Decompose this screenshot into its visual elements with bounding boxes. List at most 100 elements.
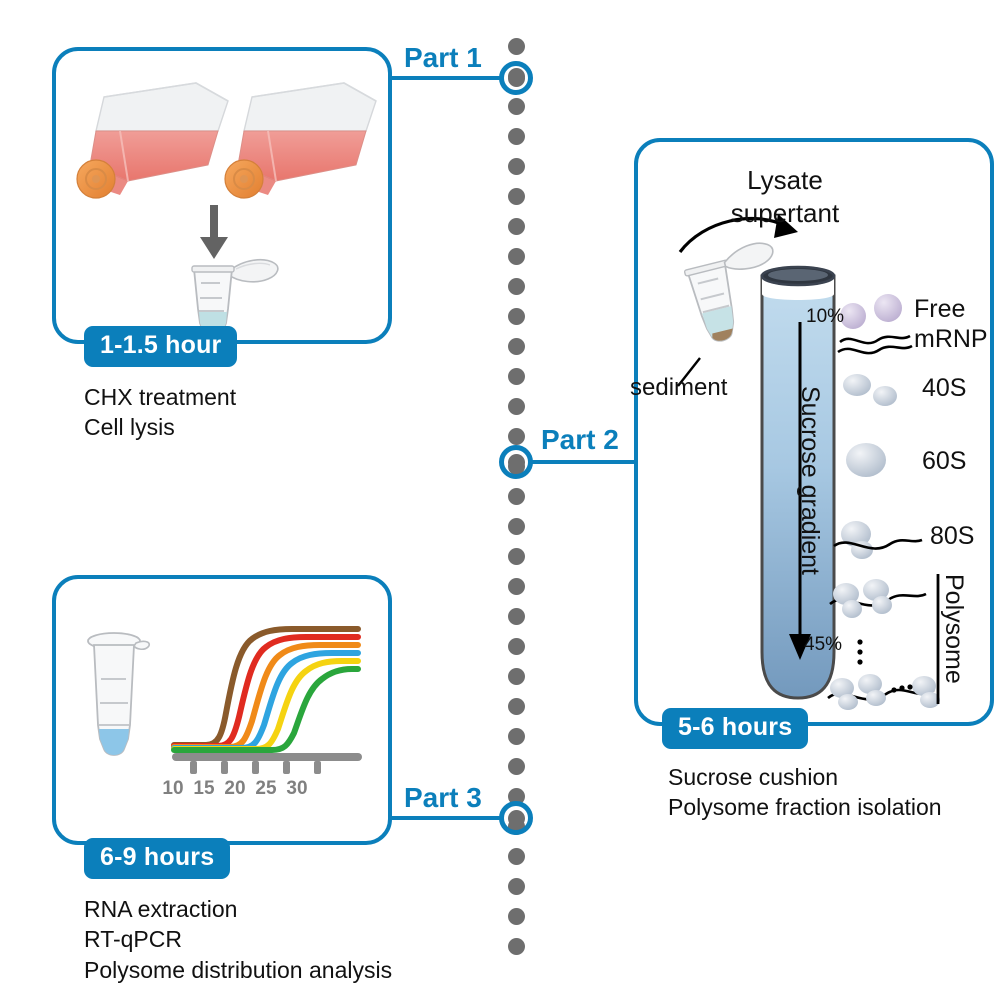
timeline-dot [507, 217, 525, 235]
part3-caption-line-3: Polysome distribution analysis [84, 956, 393, 983]
timeline-node-dot [507, 809, 525, 827]
fraction-60s-particles [846, 443, 886, 477]
fraction-80s-particles [833, 521, 923, 559]
part1-illustration [76, 82, 377, 334]
timeline-dot [507, 607, 525, 625]
timeline-dot [507, 907, 525, 925]
qpcr-curve-2 [171, 634, 361, 749]
down-arrow-icon [200, 205, 228, 259]
timeline-dot [507, 487, 525, 505]
part1-label: Part 1 [404, 42, 482, 73]
timeline-dot [507, 157, 525, 175]
timeline-dot [507, 937, 525, 955]
sucrose-gradient-tube [760, 265, 836, 700]
qpcr-curve-6 [171, 666, 361, 753]
qpcr-curve-5 [171, 658, 361, 752]
part2-caption-line-2: Polysome fraction isolation [668, 794, 942, 821]
eppendorf-tube [191, 258, 279, 334]
timeline-dot [507, 97, 525, 115]
polysome-bracket-label: Polysome [940, 574, 968, 684]
qpcr-tick-label-1: 15 [193, 778, 215, 799]
part2-caption: Sucrose cushion Polysome fraction isolat… [668, 762, 942, 823]
part2-time-badge: 5-6 hours [662, 708, 809, 750]
part2-label: Part 2 [541, 424, 619, 455]
part3-connector [390, 816, 502, 820]
lysate-label: Lysate supertant [700, 164, 870, 229]
gradient-bottom-percent-label: 45% [804, 634, 843, 655]
timeline-dot [507, 247, 525, 265]
timeline-dot [507, 427, 525, 445]
timeline-dot [507, 757, 525, 775]
timeline-dot [507, 37, 525, 55]
part2-box[interactable]: Lysate supertant sediment 10% 45% Sucros… [630, 138, 994, 726]
part3-time-badge: 6-9 hours [84, 838, 231, 880]
timeline-dot [507, 727, 525, 745]
timeline-dot [507, 847, 525, 865]
qpcr-curve-3 [171, 642, 361, 750]
fraction-label-free-mrnp-line-1: Free [914, 295, 966, 323]
rna-tube [87, 632, 151, 756]
timeline-node-dot [507, 69, 525, 87]
lysate-label-line-1: Lysate [747, 165, 823, 195]
part1-box[interactable] [52, 47, 392, 344]
lysate-tube [683, 242, 774, 342]
fraction-label-40s: 40S [922, 374, 967, 402]
part3-illustration [87, 626, 362, 774]
part1-caption-line-2: Cell lysis [84, 414, 175, 441]
timeline-dot [507, 367, 525, 385]
qpcr-axis [172, 753, 362, 774]
timeline-dot [507, 577, 525, 595]
timeline-dot [507, 547, 525, 565]
timeline-dot [507, 307, 525, 325]
timeline-dot [507, 397, 525, 415]
part2-connector [530, 460, 636, 464]
part1-caption: CHX treatment Cell lysis [84, 382, 236, 443]
fraction-label-80s: 80S [930, 522, 975, 550]
timeline-dot [507, 337, 525, 355]
part1-caption-line-1: CHX treatment [84, 384, 237, 410]
polysome-ellipsis-icon [857, 639, 863, 665]
fraction-label-free-mrnp-line-2: mRNP [914, 325, 988, 353]
fraction-label-free-mrnp: Free mRNP [914, 294, 988, 354]
sucrose-gradient-arrow-icon [789, 322, 811, 660]
timeline-dot [507, 517, 525, 535]
part3-caption-line-2: RT-qPCR [84, 926, 182, 953]
gradient-top-percent-label: 10% [806, 306, 845, 327]
qpcr-curve-1 [171, 626, 361, 748]
qpcr-curve-4 [171, 650, 361, 751]
sediment-leader-line [677, 357, 701, 387]
timeline-dot [507, 787, 525, 805]
timeline-dot [507, 697, 525, 715]
culture-flask-2 [224, 82, 377, 199]
part1-connector [390, 76, 502, 80]
qpcr-tick-label-3: 25 [255, 778, 277, 799]
timeline-dot [507, 637, 525, 655]
transfer-arrow-icon [678, 214, 798, 253]
part3-label: Part 3 [404, 782, 482, 813]
part1-time-badge: 1-1.5 hour [84, 326, 238, 368]
part3-caption-line-1: RNA extraction [84, 896, 238, 922]
polysome-upper-particles [829, 579, 927, 618]
timeline-node-dot [507, 453, 525, 471]
qpcr-tick-label-0: 10 [162, 778, 184, 799]
fraction-40s-particles [843, 374, 897, 406]
fraction-free-mrnp-particles [837, 294, 913, 355]
part3-box[interactable]: 10 15 20 25 30 [52, 575, 392, 845]
polysome-lower-particles [827, 674, 940, 710]
culture-flask-1 [76, 82, 229, 199]
part3-caption: RNA extraction RT-qPCR Polysome distribu… [84, 894, 392, 985]
lysate-label-line-2: supertant [730, 197, 840, 228]
timeline-dot [507, 187, 525, 205]
sediment-label: sediment [630, 374, 728, 401]
timeline-dot [507, 877, 525, 895]
timeline-dot [507, 127, 525, 145]
timeline-dot [507, 277, 525, 295]
part2-caption-line-1: Sucrose cushion [668, 764, 839, 790]
qpcr-tick-label-2: 20 [224, 778, 246, 799]
timeline-dot [507, 667, 525, 685]
fraction-label-60s: 60S [922, 447, 967, 475]
part2-illustration [677, 214, 940, 710]
qpcr-curves [171, 626, 361, 753]
